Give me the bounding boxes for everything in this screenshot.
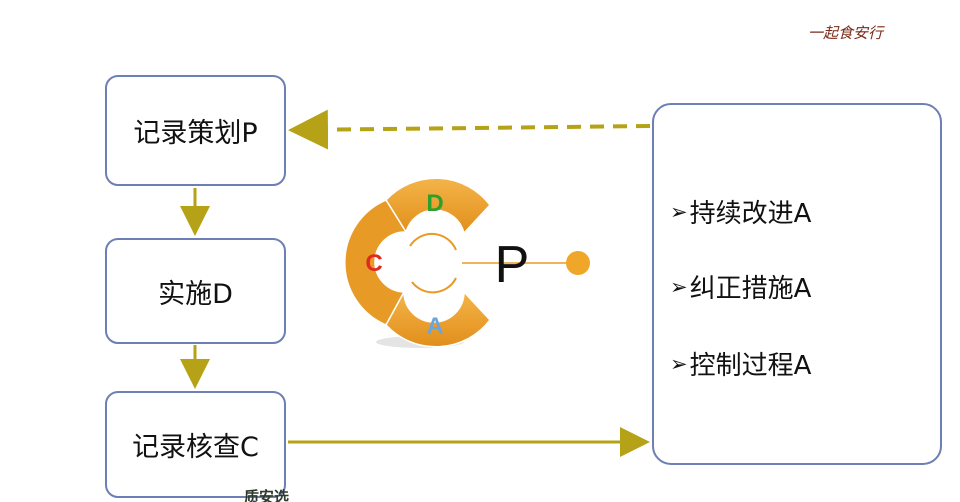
box-record-planning-label: 记录策划P [133, 118, 258, 149]
brand-logo-text: 一起食安行 [808, 24, 884, 42]
box-record-check: 记录核查C [105, 391, 286, 498]
action-item: ➢ 控制过程A [670, 345, 811, 382]
action-item: ➢ 纠正措施A [670, 268, 811, 305]
p-dot [566, 251, 590, 275]
arrowhead-bullet-icon: ➢ [670, 351, 688, 376]
action-item-label: 纠正措施A [689, 274, 812, 304]
footer-partner-logos: 质安选 [244, 486, 744, 502]
box-record-planning: 记录策划P [105, 75, 286, 186]
footer-logo-text: 质安选 [244, 488, 290, 502]
box-record-check-label: 记录核查C [132, 432, 259, 463]
label-p: P [495, 236, 530, 294]
action-item-label: 控制过程A [689, 351, 812, 381]
action-item-label: 持续改进A [689, 199, 812, 229]
label-c: C [365, 250, 382, 277]
brand-logo: 一起食安行 [808, 22, 883, 43]
arrow-act-to-plan [288, 109, 651, 150]
segment-a [385, 290, 491, 348]
arrowhead-bullet-icon: ➢ [670, 199, 688, 224]
arrowhead-bullet-icon: ➢ [670, 274, 688, 299]
segment-d [385, 177, 491, 235]
pdca-diagram: D C A P [344, 177, 590, 348]
box-implementation: 实施D [105, 238, 286, 344]
label-d: D [426, 190, 443, 217]
box-actions: ➢ 持续改进A ➢ 纠正措施A ➢ 控制过程A [652, 103, 942, 465]
label-a: A [426, 313, 443, 340]
box-implementation-label: 实施D [158, 278, 233, 310]
ring-inner [402, 232, 462, 292]
action-item: ➢ 持续改进A [670, 193, 811, 230]
